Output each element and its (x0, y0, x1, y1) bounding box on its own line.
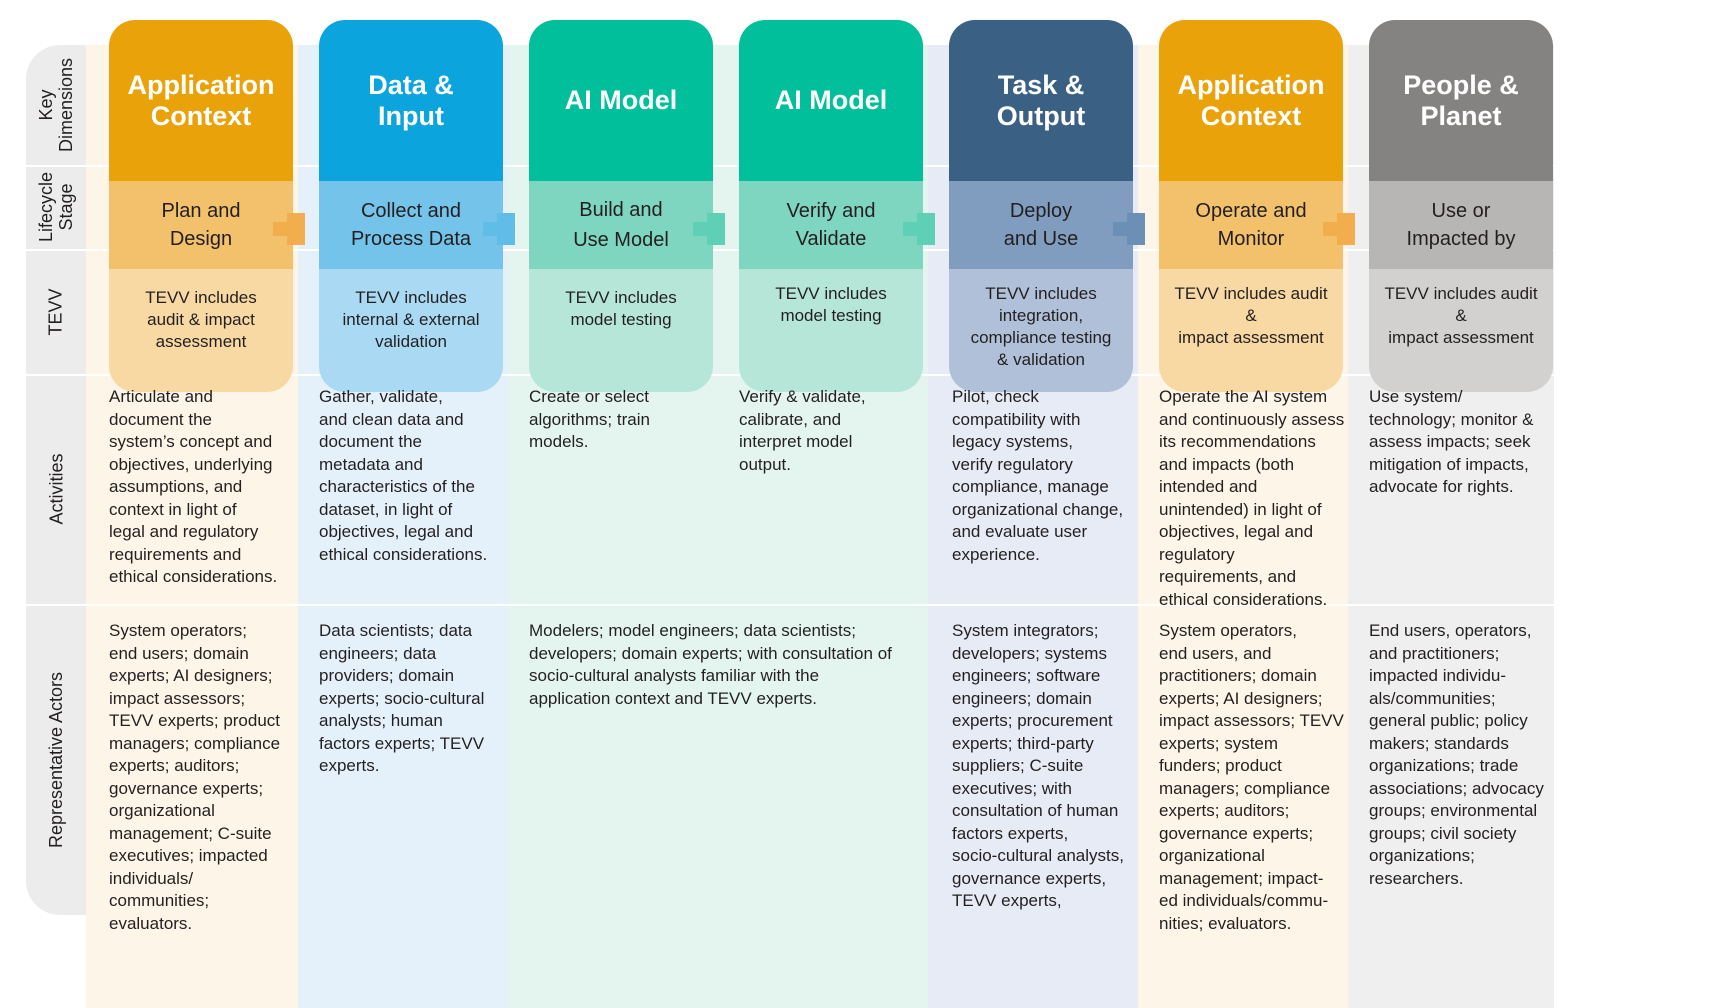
lifecycle-card-collect-data: Data & Input Collect and Process Data TE… (319, 20, 503, 392)
row-label-activities: Activities (46, 453, 67, 525)
lifecycle-card-operate-monitor: Application Context Operate and Monitor … (1159, 20, 1343, 392)
lifecycle-card-plan-design: Application Context Plan and Design TEVV… (109, 20, 293, 392)
tevv-text: TEVV includes internal & external valida… (319, 269, 503, 392)
actors-text: System integrators; developers; systems … (952, 621, 1124, 910)
tevv-text: TEVV includes audit & impact assessment (1159, 269, 1343, 392)
lifecycle-stage: Collect and Process Data (319, 181, 503, 269)
key-dimension: Task & Output (949, 20, 1133, 181)
key-dimension: People & Planet (1369, 20, 1553, 181)
lifecycle-stage: Plan and Design (109, 181, 293, 269)
activities-text: Create or select algorithms; train model… (529, 387, 650, 451)
tevv-text: TEVV includes model testing (529, 269, 713, 392)
activities-text: Operate the AI system and continuously a… (1159, 387, 1345, 609)
tevv-text: TEVV includes integration, compliance te… (949, 269, 1133, 392)
actors-text: End users, operators, and practitioners;… (1369, 621, 1544, 888)
row-label-tevv: TEVV (45, 287, 66, 336)
lifecycle-card-use-impacted: People & Planet Use or Impacted by TEVV … (1369, 20, 1553, 392)
key-dimension: Application Context (109, 20, 293, 181)
tevv-text: TEVV includes audit & impact assessment (109, 269, 293, 392)
row-label-representative-actors: Representative Actors (46, 671, 66, 848)
actors-text: Modelers; model engineers; data scientis… (529, 621, 892, 708)
lifecycle-card-verify-validate: AI Model Verify and Validate TEVV includ… (739, 20, 923, 392)
activities-text: Gather, validate, and clean data and doc… (319, 387, 488, 564)
key-dimension: AI Model (739, 20, 923, 181)
lifecycle-stage: Build and Use Model (529, 181, 713, 269)
actors-text: System operators, end users, and practit… (1159, 621, 1344, 933)
tevv-text: TEVV includes model testing (739, 269, 923, 392)
row-label-lifecycle-stage: Lifecycle Stage (36, 171, 76, 243)
actors-text: Data scientists; data engineers; data pr… (319, 621, 485, 775)
flow-arrow-icon (1323, 213, 1355, 245)
flow-arrow-icon (903, 213, 935, 245)
activities-text: Articulate and document the system’s con… (109, 387, 278, 586)
flow-arrow-icon (273, 213, 305, 245)
key-dimension: Data & Input (319, 20, 503, 181)
lifecycle-stage: Operate and Monitor (1159, 181, 1343, 269)
activities-text: Verify & validate, calibrate, and interp… (739, 387, 866, 474)
row-divider (26, 604, 1714, 606)
flow-arrow-icon (693, 213, 725, 245)
key-dimension: Application Context (1159, 20, 1343, 181)
flow-arrow-icon (1113, 213, 1145, 245)
lifecycle-card-build-model: AI Model Build and Use Model TEVV includ… (529, 20, 713, 392)
activities-text: Use system/ technology; monitor & assess… (1369, 387, 1534, 496)
activities-text: Pilot, check compatibility with legacy s… (952, 387, 1124, 564)
row-label-key-dimensions: Key Dimensions (36, 57, 77, 153)
flow-arrow-icon (483, 213, 515, 245)
tevv-text: TEVV includes audit & impact assessment (1369, 269, 1553, 392)
lifecycle-card-deploy-use: Task & Output Deploy and Use TEVV includ… (949, 20, 1133, 392)
lifecycle-stage: Verify and Validate (739, 181, 923, 269)
lifecycle-stage: Use or Impacted by (1369, 181, 1553, 269)
actors-text: System operators; end users; domain expe… (109, 621, 281, 933)
key-dimension: AI Model (529, 20, 713, 181)
lifecycle-stage: Deploy and Use (949, 181, 1133, 269)
row-label-bar (26, 45, 86, 915)
